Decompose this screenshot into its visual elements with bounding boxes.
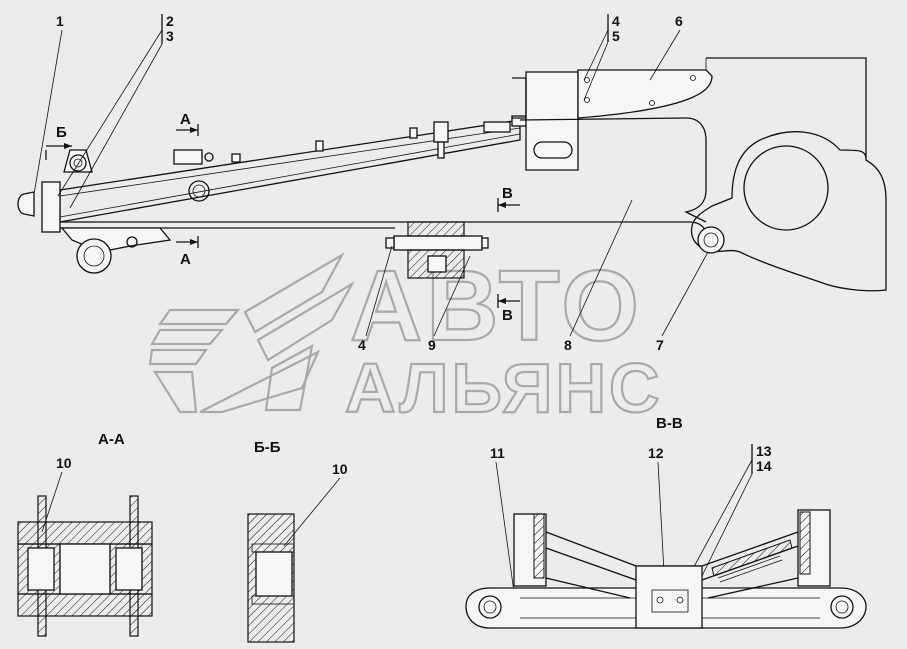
section-title-aa: А-А: [98, 431, 125, 448]
rear-housing: [690, 57, 887, 292]
center-block: [635, 565, 703, 629]
callout-13: 13: [756, 443, 772, 459]
callout-8: 8: [564, 337, 572, 353]
callout-10-aa: 10: [56, 455, 72, 471]
callout-9: 9: [428, 337, 436, 353]
callout-5: 5: [612, 28, 620, 44]
section-markers: Б А А В В: [45, 111, 520, 324]
callout-4-bottom: 4: [358, 337, 366, 353]
callout-14: 14: [756, 458, 772, 474]
large-bore: [743, 145, 829, 231]
section-title-bb: Б-Б: [254, 439, 281, 456]
section-mark-v-low: В: [502, 307, 513, 324]
main-body-outline: [519, 117, 707, 223]
pivot-pin: [393, 235, 483, 251]
section-mark-a-bottom: А: [180, 251, 191, 268]
clamp-block: [433, 121, 449, 143]
callout-6: 6: [675, 13, 683, 29]
callout-7: 7: [656, 337, 664, 353]
section-aa-view: А-А 10: [17, 431, 153, 637]
watermark-text-line2: АЛЬЯНС: [345, 349, 663, 427]
jockey-wheel: [76, 238, 112, 274]
callout-11: 11: [490, 445, 505, 461]
main-drawbar-assembly: [17, 57, 887, 292]
callouts-main: 1 2 3 4 5 6 4 9 8 7: [33, 13, 709, 353]
bracket-a: [173, 149, 203, 165]
watermark-logo: АВТО АЛЬЯНС: [148, 249, 663, 428]
callout-1: 1: [56, 13, 64, 29]
section-mark-v-mid: В: [502, 185, 513, 202]
guard-plate: [577, 69, 713, 119]
callout-12: 12: [648, 445, 664, 461]
drawbar-beam: [59, 119, 521, 223]
section-title-vv: В-В: [656, 415, 683, 432]
beam-boss: [188, 180, 210, 202]
rear-pivot-lug: [697, 226, 725, 254]
callout-4-top: 4: [612, 13, 620, 29]
front-end-plate: [41, 181, 61, 233]
watermark-emblem-icon: [148, 252, 355, 414]
section-bb-view: Б-Б 10: [247, 439, 348, 643]
mount-box: [525, 71, 579, 171]
callout-2: 2: [166, 13, 174, 29]
hitch-eye: [17, 191, 35, 217]
callout-10-bb: 10: [332, 461, 348, 477]
upper-lug: [63, 149, 93, 173]
section-mark-a-top: А: [180, 111, 191, 128]
watermark-text-line1: АВТО: [350, 250, 643, 362]
section-vv-view: В-В 11 12 13 14: [465, 415, 867, 629]
section-mark-b-top: Б: [56, 124, 67, 141]
callout-3: 3: [166, 28, 174, 44]
